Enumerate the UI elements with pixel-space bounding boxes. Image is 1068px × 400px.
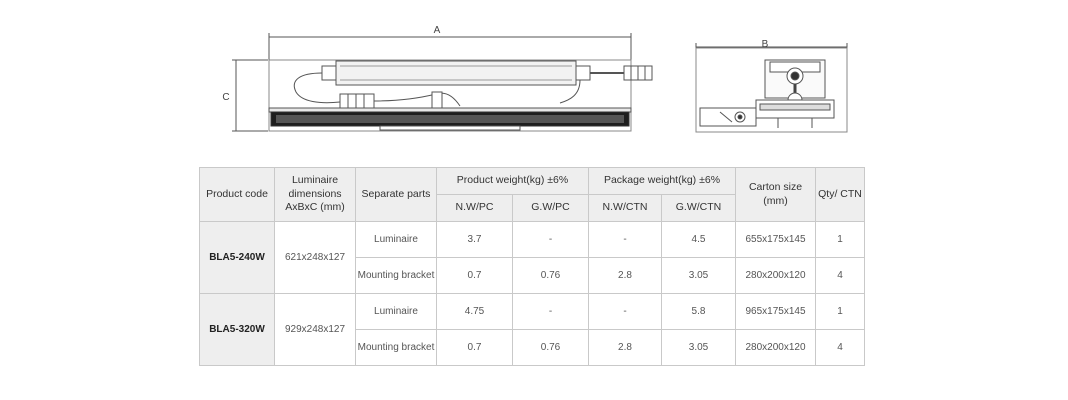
carton-size-cell: 655x175x145 — [735, 221, 817, 258]
dimensions-cell: 929x248x127 — [274, 293, 356, 366]
technical-drawing: A C B — [222, 25, 848, 133]
dimension-a-label: A — [434, 25, 441, 36]
header-product-code: Product code — [199, 167, 275, 222]
qty-cell: 4 — [815, 257, 866, 294]
nw-ctn-cell: - — [588, 293, 662, 330]
nw-ctn-cell: 2.8 — [588, 257, 662, 294]
gw-pc-cell: - — [512, 293, 589, 330]
qty-cell: 1 — [815, 293, 866, 330]
header-product-weight: Product weight(kg) ±6% — [436, 167, 589, 195]
carton-size-cell: 280x200x120 — [735, 329, 817, 366]
nw-pc-cell: 0.7 — [436, 257, 513, 294]
nw-ctn-cell: 2.8 — [588, 329, 662, 366]
nw-pc-cell: 3.7 — [436, 221, 513, 258]
dimensions-cell: 621x248x127 — [274, 221, 356, 294]
nw-pc-cell: 4.75 — [436, 293, 513, 330]
product-code-cell: BLA5-320W — [199, 293, 275, 366]
table-row: Mounting bracket 0.7 0.76 2.8 3.05 280x2… — [200, 257, 866, 294]
header-nw-pc: N.W/PC — [436, 194, 513, 222]
gw-pc-cell: - — [512, 221, 589, 258]
header-gw-ctn: G.W/CTN — [660, 194, 737, 222]
carton-size-cell: 280x200x120 — [735, 257, 817, 294]
dimension-c-label: C — [222, 92, 229, 103]
gw-pc-cell: 0.76 — [512, 329, 589, 366]
part-cell: Mounting bracket — [355, 329, 437, 366]
header-luminaire-dimensions: Luminaire dimensions AxBxC (mm) — [274, 167, 356, 222]
specification-table: Product code Luminaire dimensions AxBxC … — [199, 167, 866, 366]
header-carton-size: Carton size (mm) — [735, 167, 817, 222]
nw-ctn-cell: - — [588, 221, 662, 258]
gw-ctn-cell: 5.8 — [660, 293, 737, 330]
gw-pc-cell: 0.76 — [512, 257, 589, 294]
table-row: Mounting bracket 0.7 0.76 2.8 3.05 280x2… — [200, 329, 866, 366]
header-package-weight: Package weight(kg) ±6% — [587, 167, 737, 195]
gw-ctn-cell: 3.05 — [660, 329, 737, 366]
product-code-cell: BLA5-240W — [199, 221, 275, 294]
front-view — [232, 33, 653, 132]
dimension-b-label: B — [762, 39, 769, 50]
part-cell: Mounting bracket — [355, 257, 437, 294]
side-view — [695, 43, 848, 133]
nw-pc-cell: 0.7 — [436, 329, 513, 366]
header-separate-parts: Separate parts — [355, 167, 437, 222]
header-nw-ctn: N.W/CTN — [588, 194, 662, 222]
table-row: BLA5-240W 621x248x127 Luminaire 3.7 - - … — [199, 221, 866, 294]
gw-ctn-cell: 3.05 — [660, 257, 737, 294]
part-cell: Luminaire — [355, 293, 437, 330]
header-gw-pc: G.W/PC — [512, 194, 589, 222]
header-qty-ctn: Qty/ CTN — [815, 167, 866, 222]
carton-size-cell: 965x175x145 — [735, 293, 817, 330]
qty-cell: 1 — [815, 221, 866, 258]
gw-ctn-cell: 4.5 — [660, 221, 737, 258]
qty-cell: 4 — [815, 329, 866, 366]
table-row: BLA5-320W 929x248x127 Luminaire 4.75 - -… — [199, 293, 866, 366]
part-cell: Luminaire — [355, 221, 437, 258]
